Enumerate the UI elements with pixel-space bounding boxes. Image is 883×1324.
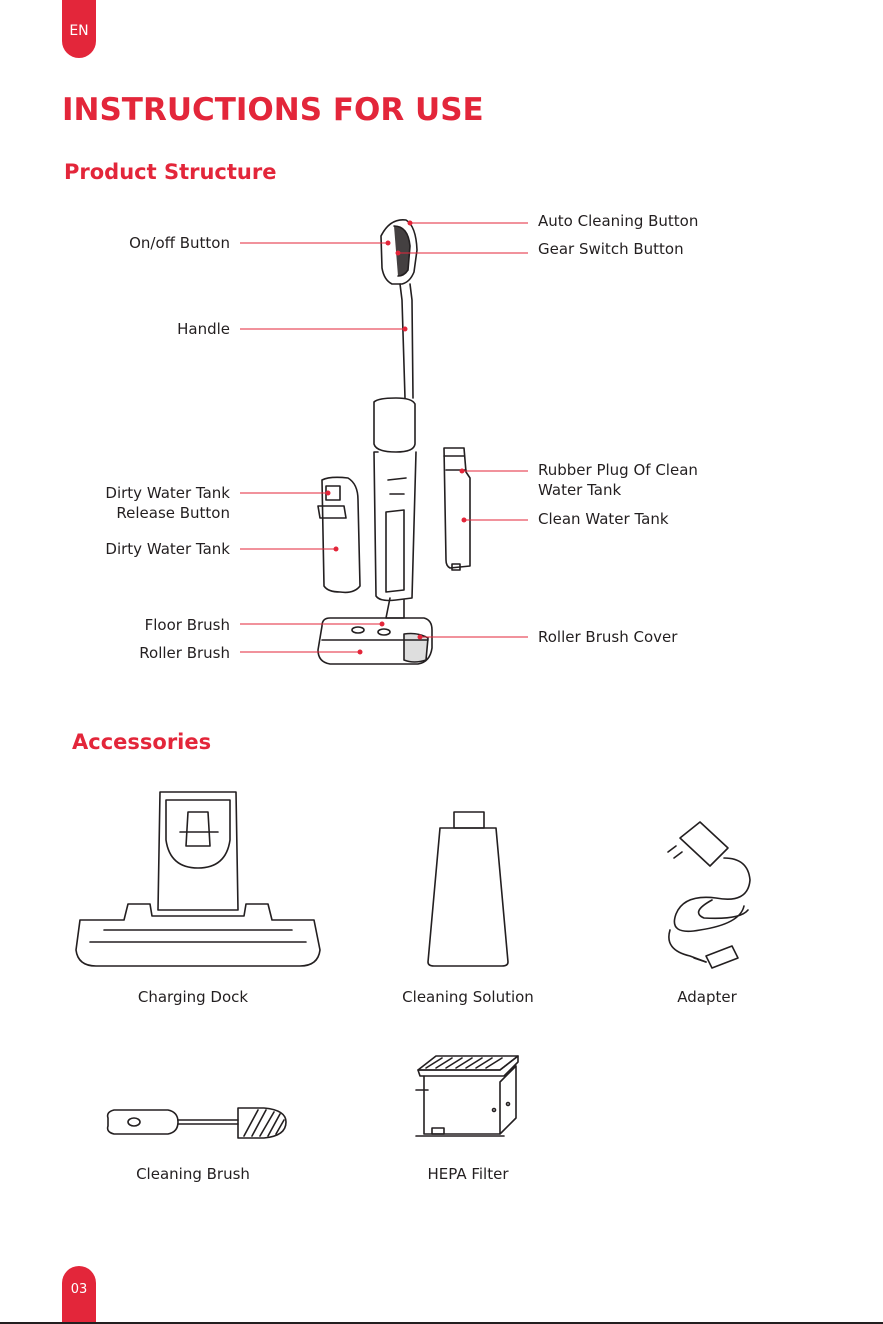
label-handle: Handle bbox=[177, 320, 230, 338]
hepa-filter-illustration bbox=[415, 1055, 519, 1137]
cleaning-brush-illustration bbox=[106, 1107, 287, 1139]
charging-dock-illustration bbox=[75, 791, 321, 967]
label-roller-brush-cover: Roller Brush Cover bbox=[538, 628, 678, 646]
label-auto-cleaning-button: Auto Cleaning Button bbox=[538, 212, 699, 230]
product-structure-diagram bbox=[240, 219, 528, 665]
caption-cleaning-solution: Cleaning Solution bbox=[402, 988, 534, 1006]
page-number-tab: 03 bbox=[62, 1266, 96, 1324]
cleaning-solution-illustration bbox=[427, 811, 509, 967]
clean-water-tank-illustration bbox=[443, 447, 471, 569]
caption-adapter: Adapter bbox=[677, 988, 737, 1006]
page-title: INSTRUCTIONS FOR USE bbox=[62, 92, 484, 128]
dirty-water-tank-illustration bbox=[321, 476, 361, 594]
language-tab: EN bbox=[62, 0, 96, 58]
handle-tube bbox=[399, 283, 414, 399]
label-on-off-button: On/off Button bbox=[129, 234, 230, 252]
label-floor-brush: Floor Brush bbox=[144, 616, 230, 634]
label-rubber-plug-line1: Rubber Plug Of Clean bbox=[538, 461, 698, 479]
section-title-product-structure: Product Structure bbox=[64, 160, 277, 184]
label-gear-switch-button: Gear Switch Button bbox=[538, 240, 684, 258]
label-rubber-plug-line2: Water Tank bbox=[538, 481, 622, 499]
label-dirty-water-tank: Dirty Water Tank bbox=[105, 540, 230, 558]
caption-cleaning-brush: Cleaning Brush bbox=[136, 1165, 250, 1183]
caption-charging-dock: Charging Dock bbox=[137, 988, 249, 1006]
label-clean-water-tank: Clean Water Tank bbox=[538, 510, 669, 528]
caption-hepa-filter: HEPA Filter bbox=[427, 1165, 509, 1183]
label-dirty-release-line1: Dirty Water Tank bbox=[105, 484, 230, 502]
floor-brush bbox=[317, 617, 433, 665]
section-title-accessories: Accessories bbox=[72, 730, 212, 754]
bottom-rule bbox=[0, 1322, 883, 1324]
handle-grip bbox=[380, 219, 418, 285]
label-dirty-release-line2: Release Button bbox=[116, 504, 230, 522]
main-body bbox=[373, 397, 416, 453]
label-roller-brush: Roller Brush bbox=[139, 644, 230, 662]
adapter-illustration bbox=[667, 821, 751, 969]
